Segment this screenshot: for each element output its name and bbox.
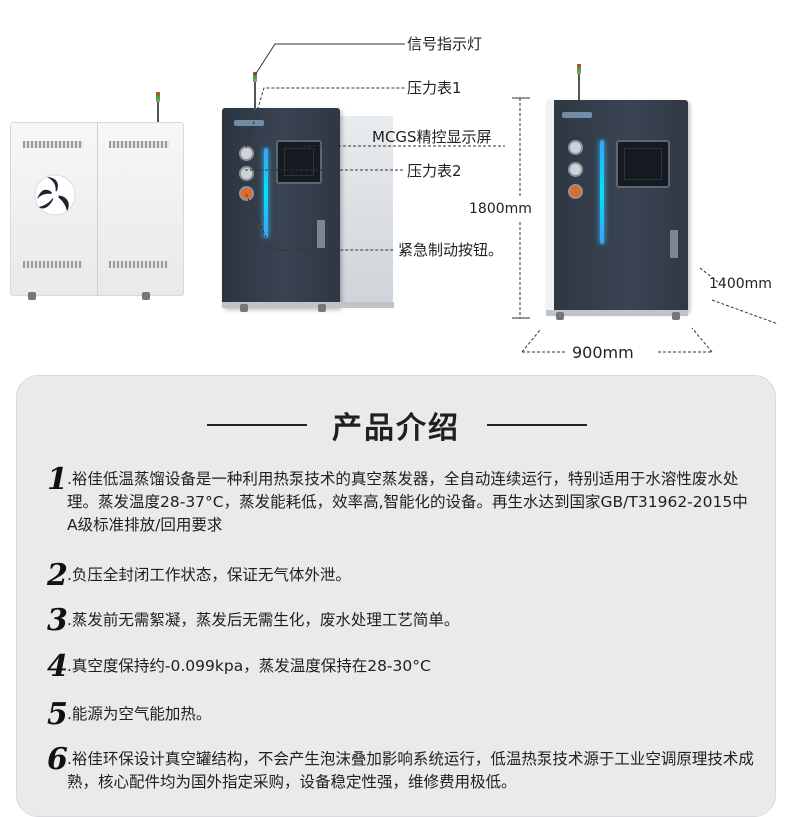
machine-dark-front-view bbox=[222, 108, 340, 308]
pressure-gauge-a bbox=[568, 140, 583, 155]
label-pressure-gauge-2: 压力表2 bbox=[407, 162, 462, 180]
machine-side-panel bbox=[335, 116, 393, 302]
item-text: .裕佳低温蒸馏设备是一种利用热泵技术的真空蒸发器，全自动连续运行，特别适用于水溶… bbox=[67, 470, 748, 534]
led-light-bar-b bbox=[600, 140, 604, 244]
item-number: 6 bbox=[47, 742, 68, 777]
title-rule-right bbox=[487, 424, 587, 426]
label-pressure-gauge-1: 压力表1 bbox=[407, 79, 462, 97]
item-text: .能源为空气能加热。 bbox=[67, 705, 212, 723]
item-number: 2 bbox=[47, 558, 68, 593]
item-number: 5 bbox=[47, 697, 68, 732]
mcgs-display-screen bbox=[276, 140, 322, 184]
item-text: .真空度保持约-0.099kpa，蒸发温度保持在28-30°C bbox=[67, 657, 431, 675]
label-signal-lamp: 信号指示灯 bbox=[407, 35, 483, 53]
item-text: .负压全封闭工作状态，保证无气体外泄。 bbox=[67, 566, 351, 584]
label-display: MCGS精控显示屏 bbox=[372, 128, 492, 146]
item-text: .蒸发前无需絮凝，蒸发后无需生化，废水处理工艺简单。 bbox=[67, 611, 460, 629]
machine-white-rear-view bbox=[10, 122, 184, 296]
emergency-stop-button-b bbox=[568, 184, 583, 199]
item-number: 1 bbox=[47, 462, 68, 497]
item-number: 3 bbox=[47, 603, 68, 638]
led-light-bar bbox=[264, 148, 268, 238]
product-photo-area: 信号指示灯 压力表1 MCGS精控显示屏 压力表2 紧急制动按钮。 1800mm… bbox=[0, 0, 790, 372]
intro-title: 产品介绍 bbox=[332, 411, 460, 446]
pressure-gauge-b bbox=[568, 162, 583, 177]
dimension-width: 900mm bbox=[572, 343, 634, 362]
machine-dark-dimensioned-view bbox=[546, 100, 688, 312]
callout-lines bbox=[245, 43, 779, 353]
label-emergency-stop: 紧急制动按钮。 bbox=[398, 241, 504, 259]
display-screen-b bbox=[616, 140, 670, 188]
emergency-stop-button bbox=[239, 186, 254, 201]
dimension-depth: 1400mm bbox=[709, 276, 772, 292]
item-number: 4 bbox=[47, 649, 68, 684]
brand-swirl-icon bbox=[34, 174, 76, 216]
title-rule-left bbox=[207, 424, 307, 426]
product-intro-card: 产品介绍 1 .裕佳低温蒸馏设备是一种利用热泵技术的真空蒸发器，全自动连续运行，… bbox=[16, 375, 776, 817]
item-text: .裕佳环保设计真空罐结构，不会产生泡沫叠加影响系统运行，低温热泵技术源于工业空调… bbox=[67, 750, 754, 791]
dimension-height: 1800mm bbox=[469, 201, 532, 217]
